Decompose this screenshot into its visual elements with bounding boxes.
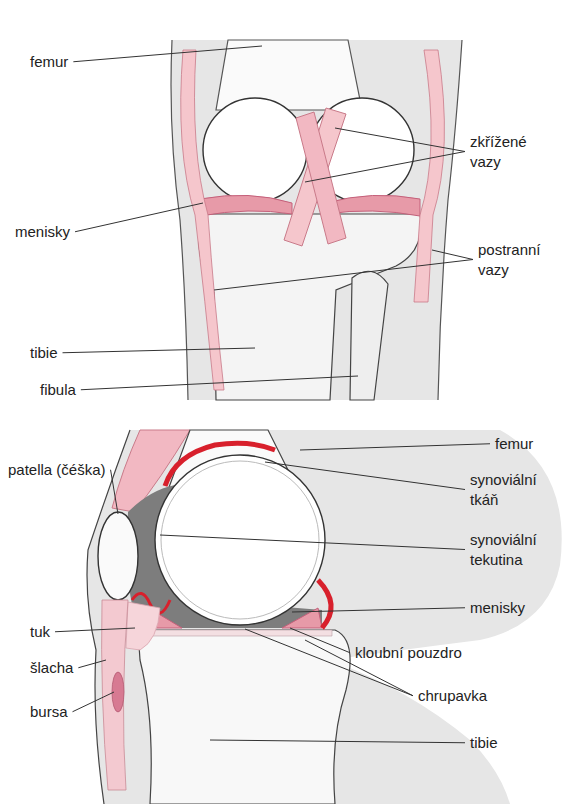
leader-line [305,152,465,183]
part-label: synoviální tekutina [470,530,560,569]
part-label: femur [30,52,68,72]
synovial-tissue [318,580,331,628]
leader-line [111,470,118,514]
leader-line [73,692,114,712]
synovial-tissue [165,443,275,486]
part-label: zkřížené vazy [470,132,550,171]
leader-line [75,203,203,232]
part-label: femur [495,434,533,454]
part-label: menisky [15,222,70,242]
leader-line [335,128,465,152]
side-view-knee [87,430,562,804]
leader-line [81,376,358,390]
leader-line [78,660,106,668]
leader-line [432,250,473,260]
cruciate-ligament [296,112,346,244]
part-label: tibie [30,343,58,363]
condyle-cartilage [161,461,319,619]
meniscus [200,195,292,216]
part-label: postranní vazy [478,240,563,279]
leader-line [292,608,465,612]
leader-line [214,260,473,291]
leader-line [55,628,135,632]
leader-line [73,46,262,62]
part-label: synoviální tkáň [470,470,550,509]
leader-line [300,444,490,450]
cartilage [142,630,332,636]
collateral-ligament [181,50,224,390]
leader-lines [55,46,490,743]
leader-line [290,628,350,653]
part-label: tibie [470,733,498,753]
femur-condyle [155,455,325,625]
leader-line [210,740,465,743]
part-label: menisky [470,598,525,618]
part-label: šlacha [30,658,73,678]
fibula-bone [350,271,388,400]
part-label: chrupavka [418,686,487,706]
part-label: tuk [30,622,50,642]
leg-ground [171,40,462,400]
tibia-bone [199,214,421,400]
part-label: fibula [40,380,76,400]
leader-line [265,462,465,490]
part-label: kloubní pouzdro [355,643,462,663]
part-label: patella (čéška) [8,460,106,480]
front-view-knee [171,40,462,400]
tibia-bone [138,630,350,804]
leader-line [245,629,413,696]
leader-line [160,535,465,550]
fat-pad [126,602,160,650]
leg-ground [87,430,562,804]
leader-line [63,348,255,353]
femur-condyle [203,98,307,202]
part-label: bursa [30,702,68,722]
patella-bone [98,512,138,600]
femur-shaft [216,40,362,110]
